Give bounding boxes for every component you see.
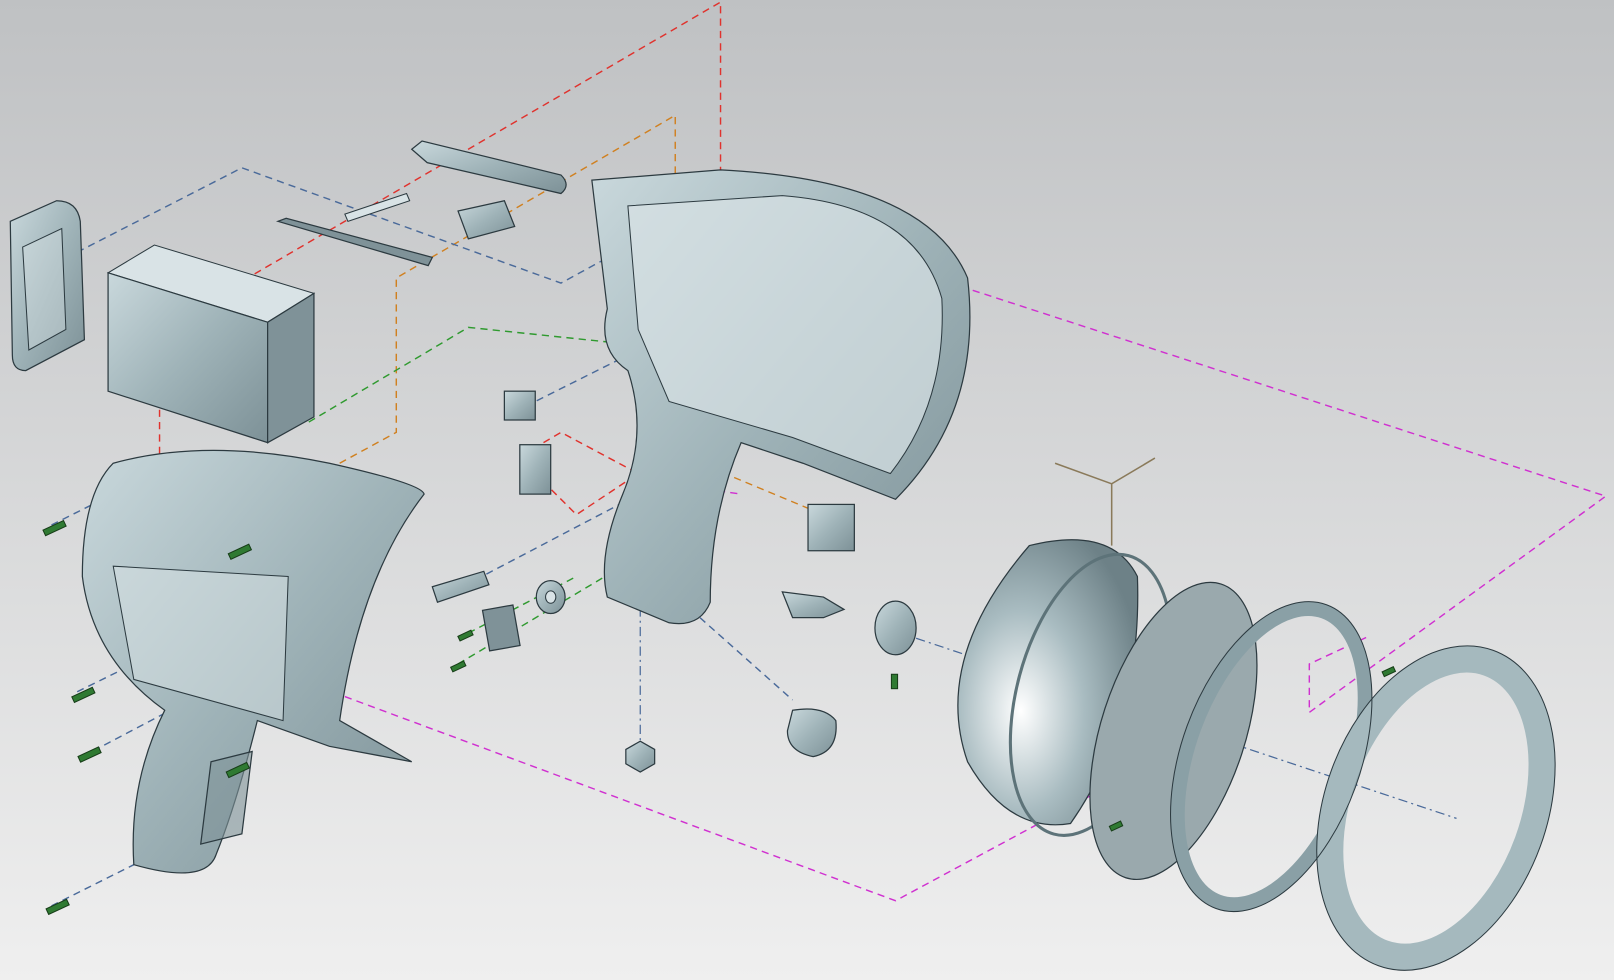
screw-6 xyxy=(45,898,70,916)
socket-block xyxy=(807,503,855,552)
bezel xyxy=(1316,645,1556,971)
battery-door-ribs xyxy=(22,227,67,351)
trace-line-magenta-2 xyxy=(298,678,1164,902)
lever-rod xyxy=(275,217,434,267)
screw-9 xyxy=(890,673,899,690)
knob xyxy=(786,708,837,758)
trace-line-blue-10 xyxy=(699,617,794,701)
clip-bracket xyxy=(457,200,516,240)
retaining-ring-edge xyxy=(1170,601,1373,913)
pcb xyxy=(481,604,521,652)
screw-2 xyxy=(227,543,253,561)
screw-3 xyxy=(71,686,96,704)
lens xyxy=(1089,581,1258,881)
switch-pin xyxy=(431,570,490,603)
trace-line-blue-11 xyxy=(915,637,1457,819)
hex-nut xyxy=(625,740,656,773)
small-spring xyxy=(344,192,411,222)
front-housing-vent-panel xyxy=(112,565,289,722)
parts xyxy=(9,140,1556,971)
screw-11 xyxy=(1381,666,1397,678)
screw-4 xyxy=(77,746,102,763)
trace-line-red-small xyxy=(543,431,640,516)
lamp-socket xyxy=(874,600,917,656)
screw-5 xyxy=(225,761,251,779)
switch-block xyxy=(503,390,536,421)
screw-8 xyxy=(449,660,467,673)
screw-7 xyxy=(457,629,474,642)
trace-line-orange-2 xyxy=(699,462,824,516)
switch-slider xyxy=(410,140,567,195)
screw-1 xyxy=(42,519,67,537)
grip-ribs xyxy=(199,750,253,845)
micro-switch xyxy=(519,444,552,495)
reflector xyxy=(957,539,1139,826)
screws xyxy=(42,519,1397,916)
battery-side xyxy=(267,292,315,444)
screw-10 xyxy=(1108,820,1124,832)
trace-line-blue-8 xyxy=(514,339,660,413)
trace-line-blue xyxy=(76,167,618,284)
trace-line-orange xyxy=(339,114,676,464)
bulb-holder xyxy=(781,591,846,619)
trace-line-magenta xyxy=(972,289,1608,714)
rear-housing-cavity xyxy=(627,195,943,475)
trace-line-blue-6 xyxy=(51,864,135,907)
bezel-edge xyxy=(1316,645,1556,971)
washer-hole xyxy=(545,590,557,604)
